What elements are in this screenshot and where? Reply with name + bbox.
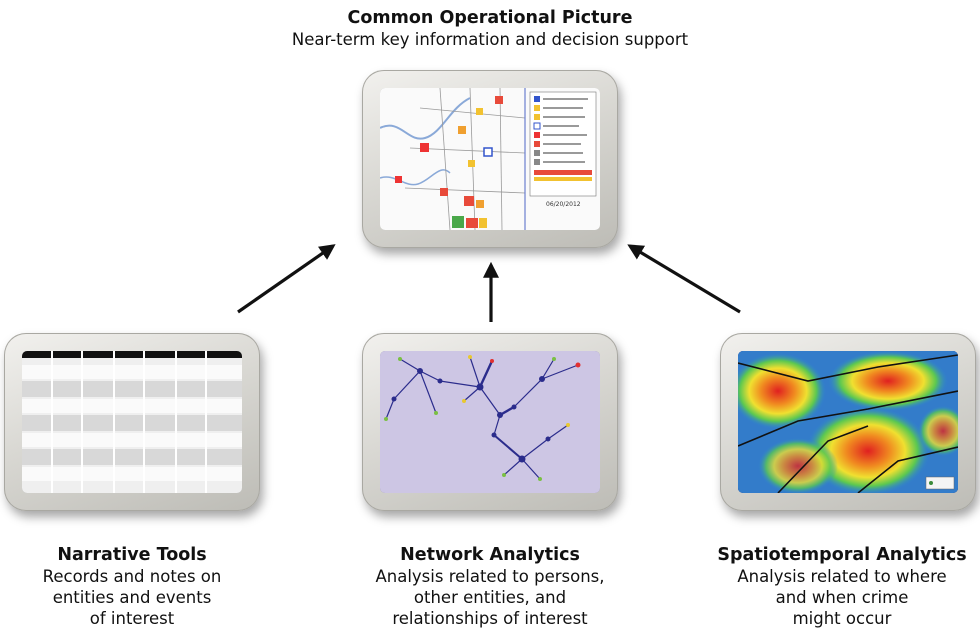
spatiotemporal-desc-line: might occur (792, 609, 892, 628)
spatiotemporal-desc-line: Analysis related to where (737, 567, 947, 586)
network-graph-screen (380, 351, 600, 493)
network-desc-line: Analysis related to persons, (375, 567, 605, 586)
narrative-title: Narrative Tools (57, 545, 207, 565)
cop-caption: Common Operational Picture Near-term key… (240, 8, 740, 50)
narrative-device (4, 333, 260, 511)
crime-heatmap (738, 351, 958, 493)
narrative-desc-line: of interest (89, 609, 175, 628)
network-device (362, 333, 618, 511)
cop-title: Common Operational Picture (347, 8, 633, 28)
spatiotemporal-title: Spatiotemporal Analytics (717, 545, 967, 565)
cop-map (380, 88, 600, 230)
narrative-table (22, 351, 242, 493)
network-caption: Network Analytics Analysis related to pe… (335, 545, 645, 629)
network-desc-line: relationships of interest (392, 609, 588, 628)
heatmap-screen (738, 351, 958, 493)
network-title: Network Analytics (400, 545, 580, 565)
narrative-table-screen (22, 351, 242, 493)
arrow-narrative-to-cop (237, 244, 336, 314)
network-desc-line: other entities, and (413, 588, 567, 607)
narrative-caption: Narrative Tools Records and notes on ent… (2, 545, 262, 629)
cop-device: 06/20/2012 (362, 70, 618, 248)
cop-description: Near-term key information and decision s… (291, 30, 689, 49)
spatiotemporal-device (720, 333, 976, 511)
cop-map-screen: 06/20/2012 (380, 88, 600, 230)
arrow-spatiotemporal-to-cop (627, 244, 741, 314)
cop-map-date: 06/20/2012 (546, 201, 581, 208)
network-graph (380, 351, 600, 493)
spatiotemporal-caption: Spatiotemporal Analytics Analysis relate… (704, 545, 980, 629)
narrative-desc-line: entities and events (52, 588, 212, 607)
spatiotemporal-desc-line: and when crime (775, 588, 909, 607)
narrative-desc-line: Records and notes on (42, 567, 222, 586)
